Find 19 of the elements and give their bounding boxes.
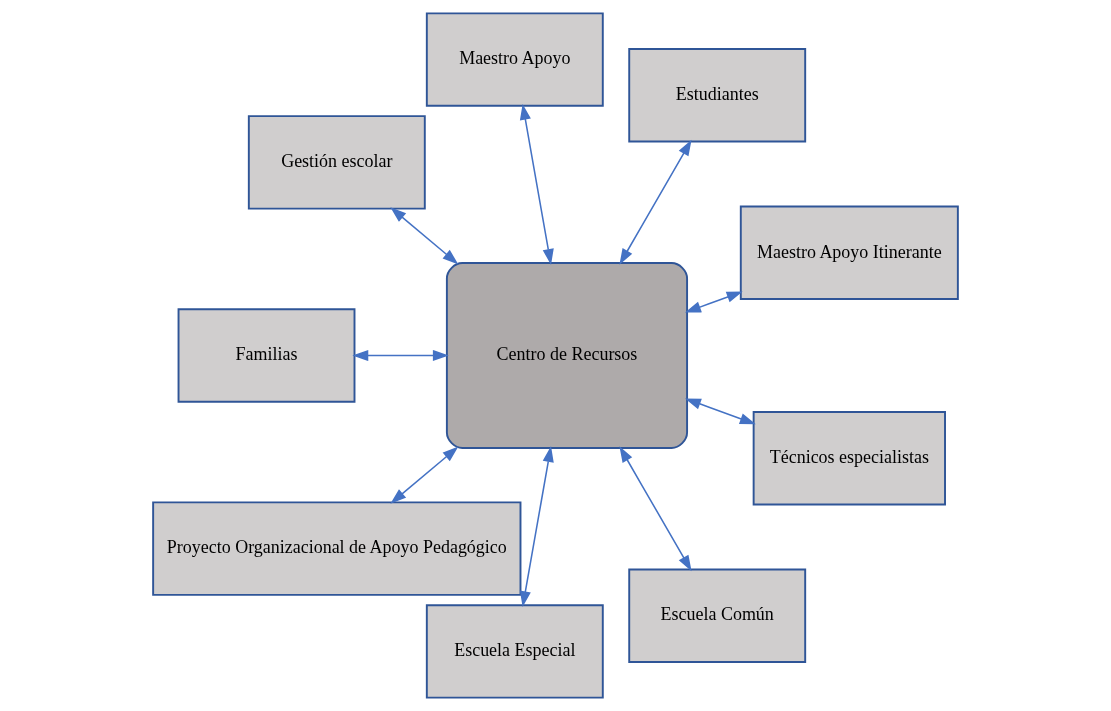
arrow: [684, 398, 756, 425]
node-box: Gestión escolar: [247, 115, 426, 210]
node-box: Maestro Apoyo: [425, 12, 604, 107]
node-box: Escuela Especial: [425, 604, 604, 699]
node-box: Proyecto Organizacional de Apoyo Pedagógico: [152, 501, 522, 596]
node-box: Familias: [177, 308, 356, 403]
arrow: [390, 446, 459, 504]
arrow: [619, 446, 692, 572]
arrow: [619, 139, 692, 265]
arrow: [390, 207, 459, 265]
arrow: [519, 446, 554, 608]
arrow: [684, 291, 743, 313]
node-box: Estudiantes: [628, 48, 807, 143]
node-box: Centro de Recursos: [445, 262, 689, 449]
node-box: Escuela Común: [628, 568, 807, 663]
arrow: [352, 349, 449, 362]
node-box: Técnicos especialistas: [752, 411, 946, 506]
arrow: [519, 103, 554, 265]
node-box: Maestro Apoyo Itinerante: [739, 205, 959, 300]
